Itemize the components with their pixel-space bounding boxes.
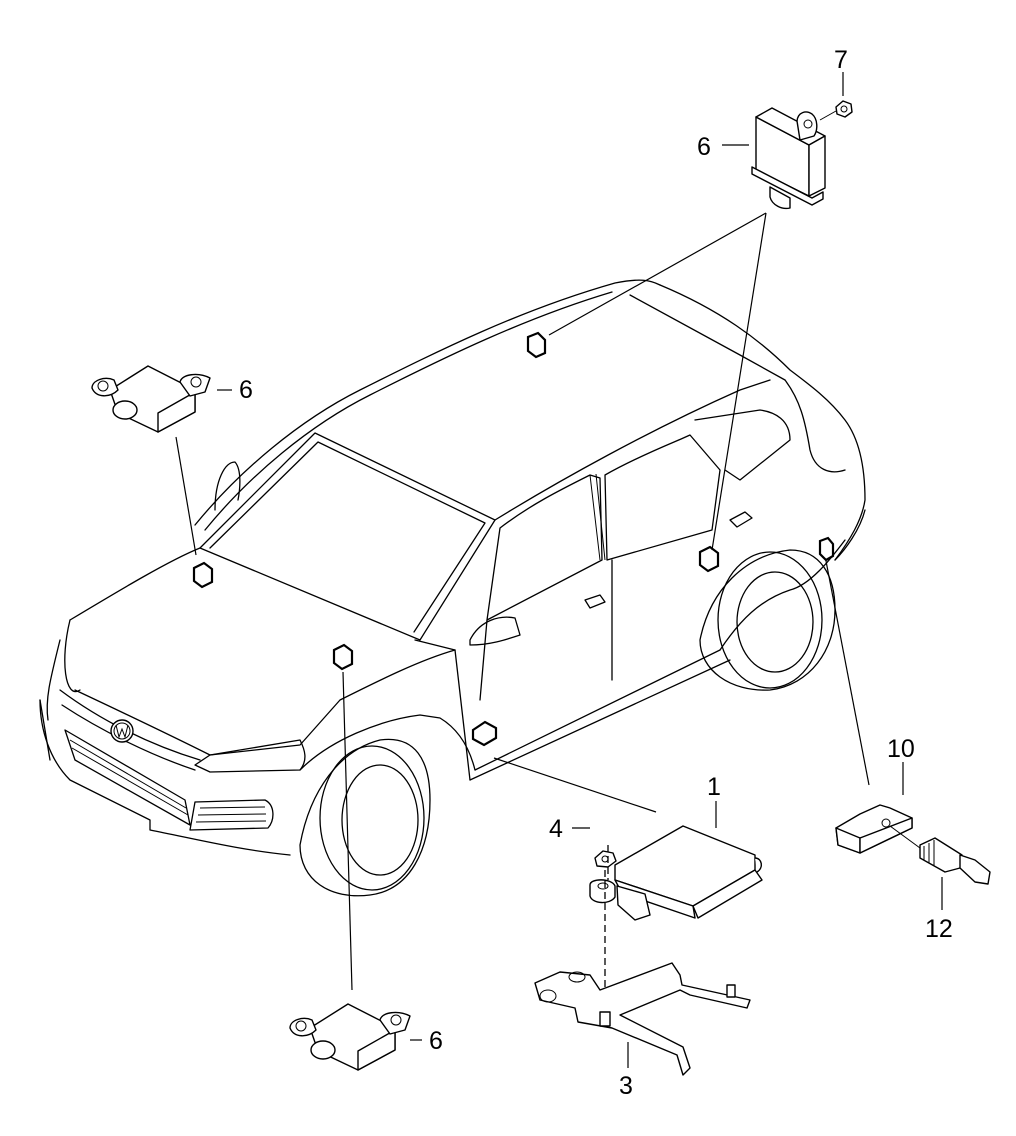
vehicle-outline — [39, 279, 866, 897]
part-1-control-unit — [614, 801, 763, 921]
marker-wheel-arch — [818, 536, 835, 562]
part-7-nut — [819, 72, 853, 121]
marker-sill — [471, 720, 498, 747]
marker-apillar — [332, 643, 354, 671]
front-wheel — [299, 738, 431, 897]
part-6-top-sensor — [722, 107, 826, 210]
callout-4: 4 — [549, 815, 563, 843]
part-6-left-sensor — [91, 365, 232, 433]
rear-wheel — [699, 549, 836, 691]
leader-lines — [175, 212, 870, 991]
callout-1: 1 — [707, 773, 721, 801]
marker-roof — [526, 331, 547, 359]
callout-6-top: 6 — [697, 133, 711, 161]
part-6-bottom-sensor — [289, 1003, 422, 1071]
callout-6-bottom: 6 — [429, 1027, 443, 1055]
part-3-bracket — [534, 962, 751, 1076]
marker-rear-door — [698, 545, 720, 573]
part-4-hex-nut — [572, 827, 617, 868]
marker-hood — [192, 561, 214, 589]
part-12-valve — [889, 825, 991, 910]
callout-12: 12 — [925, 915, 953, 943]
callout-7: 7 — [834, 46, 848, 74]
vw-logo — [110, 719, 134, 743]
part-10-tire-pressure-sensor — [835, 762, 913, 854]
mounting-washer — [589, 879, 616, 904]
location-markers — [192, 331, 835, 747]
callout-10: 10 — [887, 735, 915, 763]
callout-6-left: 6 — [239, 376, 253, 404]
callout-labels: 7 6 6 6 1 4 10 12 3 — [239, 46, 953, 1100]
callout-3: 3 — [619, 1072, 633, 1100]
